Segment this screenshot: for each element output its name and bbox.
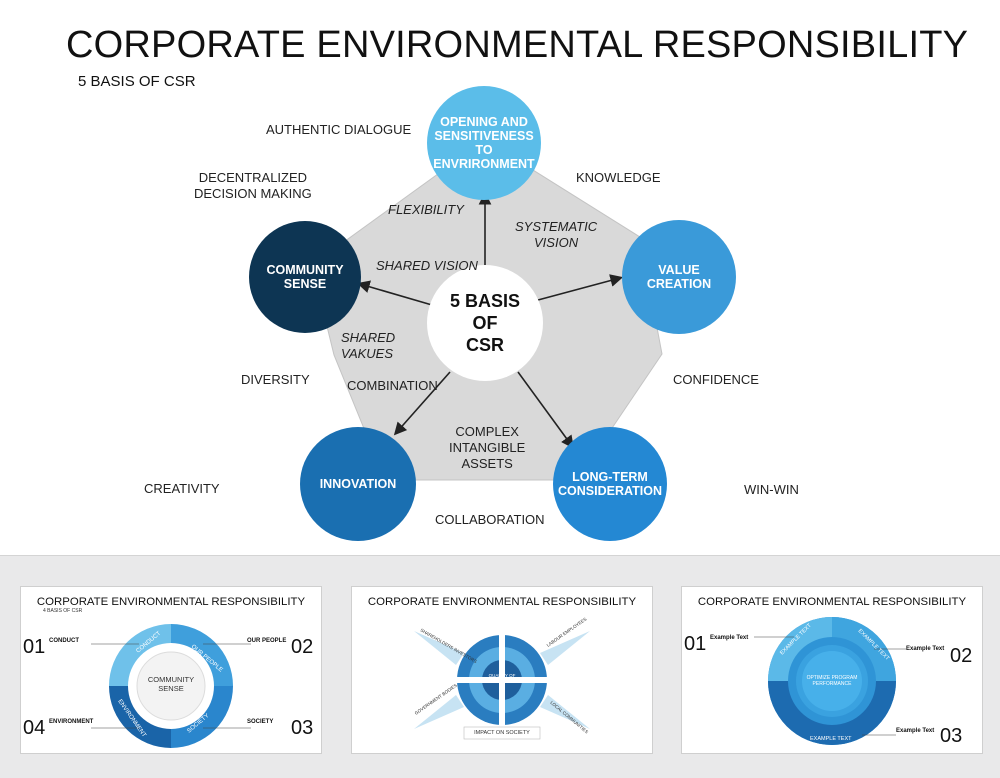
center-line-3: CSR — [465, 335, 504, 355]
slide-title: CORPORATE ENVIRONMENTAL RESPONSIBILITY — [66, 24, 969, 66]
label-decentralized-line-1: DECENTRALIZED — [198, 170, 308, 185]
arrow-to-value — [537, 274, 624, 301]
thumb1-center-line-1: COMMUNITY — [147, 675, 195, 684]
node-long-term-line-1: LONG-TERM — [572, 470, 648, 484]
label-complex-assets: COMPLEX INTANGIBLE ASSETS — [449, 424, 525, 472]
thumb1-num-03: 03 — [291, 717, 314, 739]
node-community: COMMUNITY SENSE — [249, 221, 361, 333]
center-circle: 5 BASIS OF CSR — [427, 265, 543, 381]
thumb2-bottom-label: IMPACT ON SOCIETY — [474, 730, 530, 736]
thumb1-subtitle: 4 BASIS OF CSR — [43, 608, 83, 614]
thumb3-title: CORPORATE ENVIRONMENTAL RESPONSIBILITY — [697, 596, 967, 608]
node-value-line-2: CREATION — [646, 277, 712, 291]
node-value: VALUE CREATION — [622, 220, 736, 334]
thumb2-center-line-2: MANAGEMENT — [485, 679, 519, 684]
thumb2-target-diagram: SHAREHOLDERS INVESTORS LABOUR EMPLOYEES … — [414, 616, 590, 740]
thumb3-center: OPTIMIZE PROGRAM PERFORMANCE — [800, 675, 864, 687]
thumb3-head-1: Example Text — [710, 635, 749, 641]
arrow-to-longterm — [517, 371, 574, 449]
thumb1-head-environment: ENVIRONMENT — [49, 719, 94, 725]
thumb3-head-2: Example Text — [906, 646, 945, 652]
thumb1-center-line-2: SENSE — [158, 684, 184, 693]
thumb2-center-line-1: QUALITY OF — [488, 673, 516, 678]
thumb2-center: QUALITY OF MANAGEMENT — [477, 673, 527, 685]
node-opening-line-3: TO — [475, 143, 493, 157]
label-knowledge: KNOWLEDGE — [576, 170, 661, 185]
thumb3-num-03: 03 — [940, 725, 963, 747]
thumb1-head-people: OUR PEOPLE — [247, 638, 287, 644]
center-line-2: OF — [472, 313, 498, 333]
thumb3-head-3: Example Text — [896, 728, 935, 734]
slide-subtitle: 5 BASIS OF CSR — [78, 73, 196, 90]
label-shared-values-line-2: VAKUES — [341, 346, 394, 361]
label-complex-line-2: INTANGIBLE — [449, 440, 526, 455]
thumb2-title: CORPORATE ENVIRONMENTAL RESPONSIBILITY — [367, 596, 637, 608]
label-decentralized-line-2: DECISION MAKING — [194, 186, 312, 201]
node-opening-line-2: SENSITIVENESS — [434, 129, 534, 143]
label-decentralized: DECENTRALIZED DECISION MAKING — [194, 170, 312, 202]
thumb1-head-society: SOCIETY — [247, 719, 274, 725]
node-opening-line-1: OPENING AND — [440, 115, 528, 129]
node-innovation: INNOVATION — [300, 427, 416, 541]
thumb3-center-line-2: PERFORMANCE — [812, 681, 852, 687]
thumbnail-slide-3[interactable]: CORPORATE ENVIRONMENTAL RESPONSIBILITY E… — [681, 586, 983, 754]
label-authentic-dialogue: AUTHENTIC DIALOGUE — [266, 122, 412, 137]
node-community-line-2: SENSE — [283, 277, 327, 291]
main-slide: CORPORATE ENVIRONMENTAL RESPONSIBILITY 5… — [0, 0, 1000, 556]
label-shared-values: SHARED VAKUES — [341, 330, 395, 362]
arrow-to-innovation — [393, 371, 451, 436]
node-long-term-line-2: CONSIDERATION — [558, 484, 662, 498]
center-line-1: 5 BASIS — [449, 291, 521, 311]
thumb1-head-conduct: CONDUCT — [49, 638, 79, 644]
node-community-line-1: COMMUNITY — [266, 263, 344, 277]
label-confidence: CONFIDENCE — [673, 372, 759, 387]
thumbnail-slide-1[interactable]: CORPORATE ENVIRONMENTAL RESPONSIBILITY 4… — [20, 586, 322, 754]
label-flexibility: FLEXIBILITY — [388, 202, 464, 217]
node-value-line-1: VALUE — [658, 263, 700, 277]
label-diversity: DIVERSITY — [241, 372, 310, 387]
thumb3-center-line-1: OPTIMIZE PROGRAM — [806, 675, 858, 681]
label-complex-line-3: ASSETS — [461, 456, 513, 471]
label-win-win: WIN-WIN — [744, 482, 799, 497]
thumb1-title: CORPORATE ENVIRONMENTAL RESPONSIBILITY — [36, 596, 306, 608]
label-shared-vision: SHARED VISION — [376, 258, 478, 273]
thumb3-num-02: 02 — [950, 645, 973, 667]
thumb1-num-01: 01 — [23, 636, 46, 658]
node-innovation-line-1: INNOVATION — [319, 477, 397, 491]
thumb3-num-01: 01 — [684, 633, 707, 655]
thumb1-center: COMMUNITY SENSE — [137, 675, 205, 693]
thumb1-num-02: 02 — [291, 636, 314, 658]
label-complex-line-1: COMPLEX — [455, 424, 519, 439]
thumb2-arrow-local: LOCAL COMMUNITIES — [549, 700, 589, 735]
label-creativity: CREATIVITY — [144, 481, 220, 496]
label-combination: COMBINATION — [347, 378, 438, 393]
node-opening: OPENING AND SENSITIVENESS TO ENVRIRONMEN… — [427, 86, 541, 200]
label-systematic-vision: SYSTEMATIC VISION — [515, 219, 597, 251]
label-collaboration: COLLABORATION — [435, 512, 545, 527]
label-systematic-line-1: SYSTEMATIC — [515, 219, 598, 234]
thumb3-seg-3: EXAMPLE TEXT — [810, 736, 852, 742]
label-shared-values-line-1: SHARED — [341, 330, 396, 345]
thumb1-num-04: 04 — [23, 717, 46, 739]
node-long-term: LONG-TERM CONSIDERATION — [553, 427, 667, 541]
thumb3-cycle-diagram: EXAMPLE TEXT EXAMPLE TEXT EXAMPLE TEXT — [754, 617, 906, 745]
thumb1-cycle-diagram: CONDUCT OUR PEOPLE SOCIETY ENVIRONMENT — [91, 624, 251, 748]
label-systematic-line-2: VISION — [534, 235, 579, 250]
thumbnail-slide-2[interactable]: CORPORATE ENVIRONMENTAL RESPONSIBILITY S… — [351, 586, 653, 754]
node-opening-line-4: ENVRIRONMENT — [433, 157, 535, 171]
arrow-to-community — [356, 280, 433, 306]
